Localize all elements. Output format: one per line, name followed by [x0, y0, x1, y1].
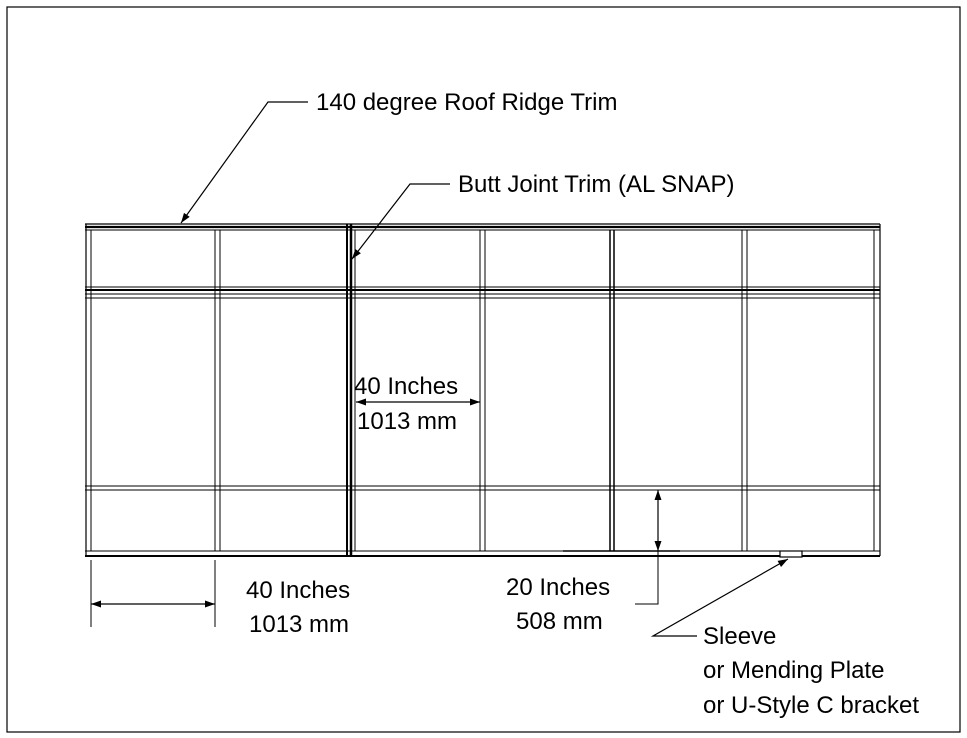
- inner-span-inches: 40 Inches: [354, 373, 458, 400]
- ridge-trim-leader: [180, 101, 308, 224]
- sleeve-label-line2: or Mending Plate: [703, 657, 884, 684]
- sleeve-label-line3: or U-Style C bracket: [703, 692, 919, 719]
- ridge-trim-label: 140 degree Roof Ridge Trim: [316, 89, 618, 116]
- height-mm: 508 mm: [516, 608, 603, 635]
- bottom-span-dimension: [90, 560, 216, 627]
- sleeve-label: Sleeve: [703, 623, 776, 650]
- frame: [85, 223, 881, 557]
- butt-joint-label: Butt Joint Trim (AL SNAP): [458, 171, 735, 198]
- inner-span-mm: 1013 mm: [357, 408, 457, 435]
- bottom-span-mm: 1013 mm: [249, 611, 349, 638]
- butt-joint-leader: [351, 183, 450, 260]
- height-inches: 20 Inches: [506, 574, 610, 601]
- bottom-span-inches: 40 Inches: [246, 577, 350, 604]
- sleeve-leader: [650, 558, 789, 637]
- drawing-border: [6, 6, 961, 733]
- sleeve-plate: [779, 550, 803, 558]
- height-dimension: [620, 489, 680, 605]
